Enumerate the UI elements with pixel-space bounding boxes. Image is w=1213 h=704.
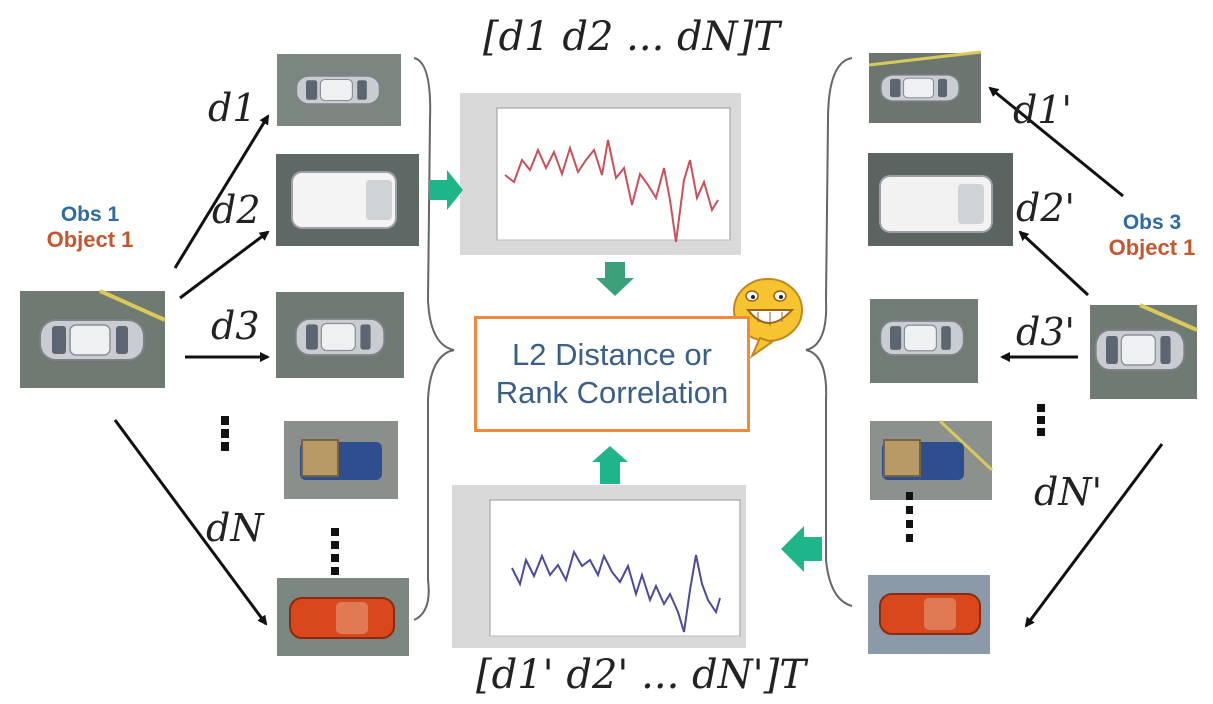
teal-arrow-down: [596, 262, 634, 296]
left-query-car: [20, 289, 166, 388]
right-thumbnail-2: [868, 153, 1013, 246]
arrow-d1: [173, 114, 270, 269]
right-brace: [805, 57, 853, 607]
result-line-2: Rank Correlation: [495, 375, 729, 410]
distance-measure-box: L2 Distance or Rank Correlation: [474, 316, 750, 432]
right-obs-text: Obs 3: [1122, 211, 1182, 234]
top-plot: [460, 93, 741, 255]
right-thumbnail-1: [868, 50, 982, 123]
left-thumbnail-3: [276, 292, 404, 378]
left-object-text: Object 1: [46, 227, 134, 253]
right-object-text: Object 1: [1108, 235, 1196, 261]
teal-arrow-up: [592, 446, 628, 484]
right-distance-label-1: d1': [1013, 88, 1072, 132]
left-obs-text: Obs 1: [60, 203, 120, 226]
teal-arrow-right-top: [429, 170, 463, 210]
right-thumbnail-4: [870, 419, 994, 500]
bottom-vector-label: [d1' d2' ... dN']T: [476, 652, 806, 698]
right-distance-label-N: dN': [1034, 470, 1103, 514]
teal-arrow-left-bottom: [781, 526, 822, 572]
left-distance-label-3: d3: [211, 304, 260, 348]
smiley-face-icon: [733, 278, 803, 359]
right-query-car: [1090, 303, 1198, 399]
right-thumbnail-5: [868, 575, 990, 654]
right-observation-label: Obs 3 Object 1: [1092, 210, 1212, 262]
right-distance-label-3: d3': [1016, 310, 1075, 354]
left-distance-label-2: d2: [212, 188, 261, 232]
right-distance-arrows: [988, 86, 1164, 628]
left-distance-label-N: dN: [206, 506, 264, 550]
left-thumbnail-1: [277, 54, 401, 126]
result-line-1: L2 Distance or: [512, 337, 712, 373]
right-thumbnail-3: [870, 299, 978, 383]
left-thumbnail-4: [284, 421, 398, 499]
left-distance-arrows: [113, 114, 270, 626]
top-plot-curve: [504, 139, 719, 243]
right-ellipsis-dots: [906, 404, 1045, 542]
left-distance-label-1: d1: [208, 86, 257, 130]
arrow-dN: [113, 419, 268, 626]
left-thumbnail-5: [277, 578, 409, 656]
arrow-d1-prime: [988, 86, 1124, 198]
arrow-dN-prime: [1024, 443, 1164, 628]
right-distance-label-2: d2': [1016, 186, 1075, 230]
left-observation-label: Obs 1 Object 1: [20, 202, 160, 254]
left-ellipsis-dots: [221, 416, 339, 575]
top-vector-label: [d1 d2 ... dN]T: [483, 14, 780, 60]
bottom-plot: [452, 485, 746, 648]
arrow-d2-prime: [1018, 230, 1090, 297]
arrow-d2: [179, 230, 270, 300]
bottom-plot-curve: [511, 549, 721, 633]
left-thumbnail-2: [276, 154, 419, 246]
left-brace: [413, 57, 455, 621]
teal-arrows: [429, 170, 822, 572]
